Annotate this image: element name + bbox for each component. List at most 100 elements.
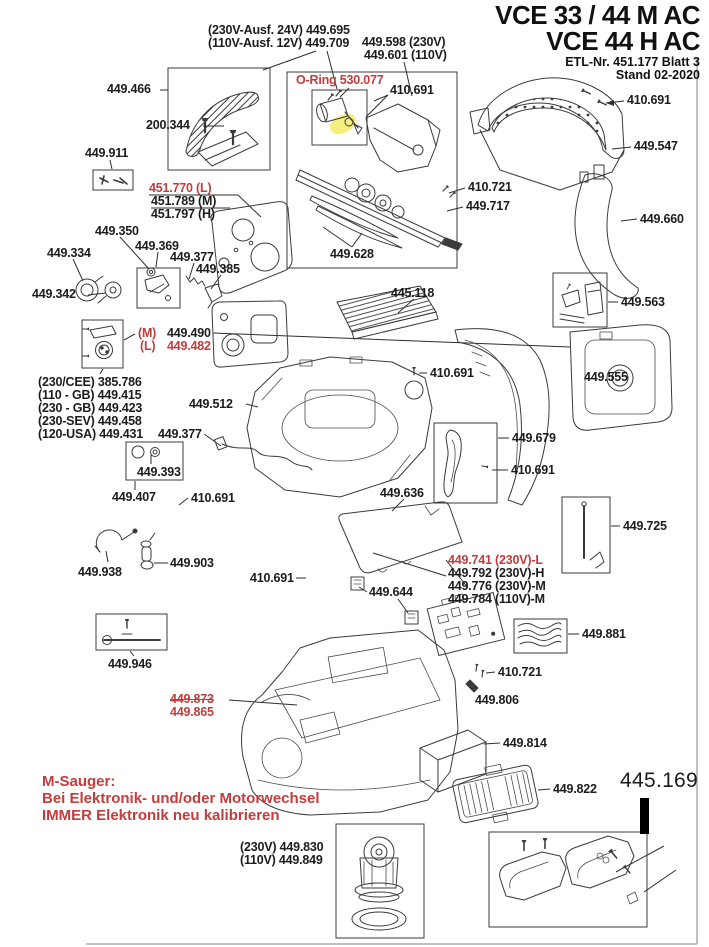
label-410-721-a: 410.721 (468, 180, 512, 194)
label-449-407: 449.407 (112, 490, 156, 504)
label-449-873-superseded: 449.873 (170, 692, 214, 706)
lid-drawing (338, 501, 463, 574)
label-410-691-f: 410.691 (250, 571, 294, 585)
label-o-ring-530-077: O-Ring 530.077 (296, 73, 384, 87)
label-449-709: (110V-Ausf. 12V) 449.709 (208, 36, 350, 50)
label-449-342: 449.342 (32, 287, 76, 301)
label-449-512: 449.512 (189, 397, 233, 411)
control-bezel-drawing (211, 300, 289, 368)
note-m-sauger-line2: Bei Elektronik- und/oder Motorwechsel (42, 790, 320, 807)
callout-bar (640, 798, 649, 834)
label-449-660: 449.660 (640, 212, 684, 226)
title-block: VCE 33 / 44 M AC VCE 44 H AC ETL-Nr. 451… (495, 2, 700, 82)
latch-kit-drawing (499, 835, 639, 905)
label-449-482: 449.482 (167, 339, 211, 353)
note-m-sauger-line3: IMMER Elektronik neu kalibrieren (42, 807, 280, 824)
label-m-variant: (M) (138, 326, 157, 340)
pull-rod-drawing (102, 618, 161, 645)
label-445-118: 445.118 (391, 286, 435, 300)
vent-cartridge-drawing (452, 763, 539, 824)
pcb-drawing (426, 591, 506, 657)
motor-drawing (351, 836, 407, 931)
clamp-drawing (94, 528, 156, 570)
mid-housing-drawing (246, 356, 433, 498)
label-410-691-e: 410.691 (191, 491, 235, 505)
filter-drawing (336, 285, 439, 340)
rod-drawing (581, 501, 605, 569)
label-449-903: 449.903 (170, 556, 214, 570)
label-449-830: (230V) 449.830 (240, 840, 324, 854)
grommet-kit-drawing (131, 445, 160, 459)
label-449-636: 449.636 (380, 486, 424, 500)
note-m-sauger-line1: M-Sauger: (42, 773, 116, 790)
motor-head-assembly-drawing (295, 88, 463, 251)
label-449-881: 449.881 (582, 627, 626, 641)
label-449-377-a: 449.377 (170, 250, 214, 264)
label-410-691-c: 410.691 (430, 366, 474, 380)
label-449-415: (110 - GB) 449.415 (38, 388, 142, 402)
label-451-789: 451.789 (M) (151, 194, 217, 208)
label-410-691-a: 410.691 (390, 83, 434, 97)
connector-drawing (350, 576, 419, 625)
label-451-770: 451.770 (L) (149, 181, 212, 195)
label-449-865: 449.865 (170, 705, 214, 719)
cable-drawing (214, 436, 313, 471)
label-410-691-b: 410.691 (627, 93, 671, 107)
bracket-kit-drawing (559, 281, 604, 324)
label-449-369: 449.369 (135, 239, 179, 253)
label-449-695: (230V-Ausf. 24V) 449.695 (208, 23, 350, 37)
label-449-431: (120-USA) 449.431 (38, 427, 143, 441)
page-frame (86, 57, 698, 945)
label-449-717: 449.717 (466, 199, 510, 213)
label-410-721-b: 410.721 (498, 665, 542, 679)
socket-module-drawing (82, 325, 117, 359)
label-449-776: 449.776 (230V)-M (448, 579, 546, 593)
label-449-555: 449.555 (584, 370, 628, 384)
label-449-814: 449.814 (503, 736, 547, 750)
small-parts-left-drawing (75, 175, 223, 309)
label-449-938: 449.938 (78, 565, 122, 579)
lower-housing-drawing (241, 629, 459, 816)
control-panel-drawing (210, 201, 293, 294)
label-449-849: (110V) 449.849 (240, 853, 323, 867)
label-449-377-b: 449.377 (158, 427, 202, 441)
label-449-598: 449.598 (230V) (362, 35, 446, 49)
clip-drawing (443, 429, 489, 498)
label-449-601: 449.601 (110V) (364, 48, 447, 62)
cable-ties-drawing (517, 622, 562, 647)
label-449-644: 449.644 (369, 585, 413, 599)
model-title-line2: VCE 44 H AC (546, 26, 700, 56)
label-449-725: 449.725 (623, 519, 667, 533)
label-410-691-d: 410.691 (511, 463, 555, 477)
label-449-490: 449.490 (167, 326, 211, 340)
label-385-786: (230/CEE) 385.786 (38, 375, 142, 389)
label-449-547: 449.547 (634, 139, 678, 153)
label-449-458: (230-SEV) 449.458 (38, 414, 142, 428)
top-cover-drawing (469, 77, 639, 299)
label-449-350: 449.350 (95, 224, 139, 238)
label-449-385: 449.385 (196, 262, 240, 276)
label-449-393: 449.393 (137, 465, 181, 479)
label-449-822: 449.822 (553, 782, 597, 796)
ml-housing-drawing (569, 324, 673, 431)
etl-number: ETL-Nr. 451.177 Blatt 3 (565, 55, 700, 69)
label-445-169: 445.169 (620, 769, 699, 792)
label-449-911: 449.911 (85, 146, 129, 160)
label-449-741: 449.741 (230V)-L (448, 553, 543, 567)
label-449-563: 449.563 (621, 295, 665, 309)
label-449-334: 449.334 (47, 246, 91, 260)
label-449-946: 449.946 (108, 657, 152, 671)
label-200-344: 200.344 (146, 118, 190, 132)
label-l-variant: (L) (140, 339, 156, 353)
label-449-466: 449.466 (107, 82, 151, 96)
leader-lines (72, 50, 677, 893)
label-449-792: 449.792 (230V)-H (448, 566, 545, 580)
label-449-806: 449.806 (475, 693, 519, 707)
label-449-784: 449.784 (110V)-M (448, 592, 545, 606)
label-449-679: 449.679 (512, 431, 556, 445)
label-449-628: 449.628 (330, 247, 374, 261)
handle-assembly-drawing (185, 91, 260, 167)
screw-wedge-drawing (465, 663, 486, 693)
